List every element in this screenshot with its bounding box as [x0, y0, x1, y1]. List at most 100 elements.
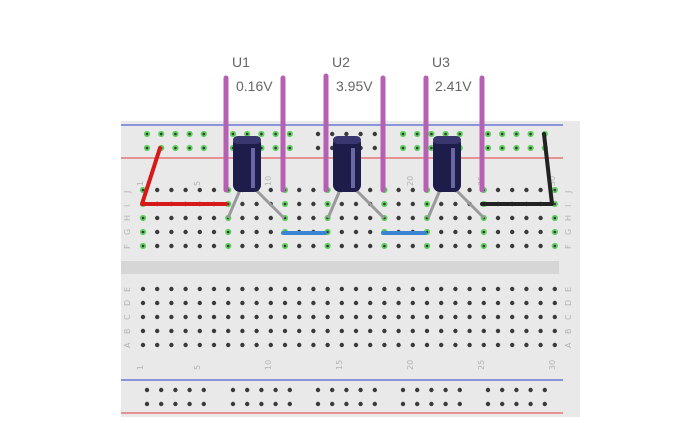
- breadboard-hole[interactable]: [396, 243, 401, 249]
- breadboard-hole[interactable]: [211, 314, 217, 320]
- breadboard-hole[interactable]: [183, 300, 188, 306]
- breadboard-hole[interactable]: [254, 300, 259, 306]
- rail-hole[interactable]: [315, 401, 321, 407]
- breadboard-hole[interactable]: [240, 300, 245, 306]
- breadboard-hole[interactable]: [155, 229, 160, 235]
- breadboard-hole[interactable]: [368, 229, 373, 235]
- breadboard-hole[interactable]: [311, 243, 316, 249]
- breadboard-hole[interactable]: [467, 342, 472, 348]
- breadboard-hole[interactable]: [410, 300, 415, 306]
- breadboard-hole[interactable]: [453, 342, 458, 348]
- breadboard-hole[interactable]: [382, 300, 387, 306]
- breadboard-hole[interactable]: [268, 328, 273, 334]
- breadboard-hole[interactable]: [311, 328, 316, 334]
- breadboard-hole[interactable]: [439, 201, 444, 207]
- rail-hole[interactable]: [273, 387, 278, 393]
- breadboard-hole[interactable]: [226, 286, 231, 292]
- breadboard-hole[interactable]: [381, 242, 388, 250]
- breadboard-hole[interactable]: [424, 286, 430, 292]
- capacitor[interactable]: [326, 136, 386, 220]
- voltmeter-probe-u3[interactable]: [423, 75, 485, 193]
- breadboard-hole[interactable]: [551, 228, 558, 236]
- breadboard-hole[interactable]: [424, 300, 430, 306]
- breadboard-hole[interactable]: [368, 314, 373, 320]
- rail-hole[interactable]: [527, 130, 534, 138]
- breadboard-hole[interactable]: [396, 300, 401, 306]
- rail-hole[interactable]: [372, 387, 377, 393]
- breadboard-hole[interactable]: [368, 286, 373, 292]
- breadboard-hole[interactable]: [240, 201, 245, 207]
- breadboard-hole[interactable]: [524, 342, 529, 348]
- breadboard-hole[interactable]: [325, 286, 330, 292]
- rail-hole[interactable]: [414, 130, 421, 138]
- breadboard-hole[interactable]: [169, 229, 174, 235]
- breadboard-hole[interactable]: [423, 200, 431, 208]
- breadboard-hole[interactable]: [197, 286, 202, 292]
- breadboard-hole[interactable]: [282, 300, 288, 306]
- rail-hole[interactable]: [230, 387, 236, 393]
- rail-hole[interactable]: [484, 144, 492, 152]
- rail-hole[interactable]: [244, 130, 251, 138]
- rail-hole[interactable]: [542, 401, 547, 407]
- breadboard-hole[interactable]: [552, 300, 557, 306]
- rail-hole[interactable]: [259, 401, 264, 407]
- breadboard-hole[interactable]: [311, 314, 316, 320]
- red-wire[interactable]: [140, 146, 228, 206]
- breadboard-hole[interactable]: [396, 314, 401, 320]
- rail-hole[interactable]: [143, 144, 151, 152]
- breadboard-hole[interactable]: [211, 243, 217, 249]
- breadboard-hole[interactable]: [324, 242, 331, 250]
- breadboard-hole[interactable]: [524, 286, 529, 292]
- breadboard-hole[interactable]: [453, 328, 458, 334]
- breadboard-hole[interactable]: [481, 300, 486, 306]
- breadboard-hole[interactable]: [481, 328, 486, 334]
- breadboard-hole[interactable]: [339, 314, 344, 320]
- rail-hole[interactable]: [315, 131, 321, 137]
- breadboard-hole[interactable]: [495, 187, 501, 193]
- rail-hole[interactable]: [259, 387, 264, 393]
- breadboard-hole[interactable]: [169, 215, 174, 221]
- breadboard-hole[interactable]: [339, 229, 344, 235]
- breadboard-hole[interactable]: [197, 243, 202, 249]
- breadboard-hole[interactable]: [282, 328, 288, 334]
- breadboard-hole[interactable]: [225, 242, 232, 250]
- breadboard-hole[interactable]: [197, 314, 202, 320]
- breadboard-hole[interactable]: [467, 328, 472, 334]
- breadboard-hole[interactable]: [254, 229, 259, 235]
- breadboard-hole[interactable]: [552, 314, 557, 320]
- rail-hole[interactable]: [457, 401, 462, 407]
- rail-hole[interactable]: [528, 401, 533, 407]
- rail-hole[interactable]: [230, 401, 236, 407]
- breadboard-hole[interactable]: [396, 342, 401, 348]
- breadboard-hole[interactable]: [155, 300, 160, 306]
- rail-hole[interactable]: [172, 130, 179, 138]
- rail-hole[interactable]: [201, 387, 206, 393]
- breadboard-hole[interactable]: [495, 328, 501, 334]
- breadboard-hole[interactable]: [297, 201, 302, 207]
- rail-hole[interactable]: [200, 130, 207, 138]
- breadboard-hole[interactable]: [339, 243, 344, 249]
- rail-hole[interactable]: [399, 144, 407, 152]
- breadboard-hole[interactable]: [281, 200, 289, 208]
- breadboard-hole[interactable]: [240, 243, 245, 249]
- rail-hole[interactable]: [273, 401, 278, 407]
- breadboard-hole[interactable]: [495, 342, 501, 348]
- breadboard-hole[interactable]: [396, 215, 401, 221]
- breadboard-hole[interactable]: [524, 314, 529, 320]
- rail-hole[interactable]: [456, 130, 463, 138]
- breadboard-hole[interactable]: [538, 328, 543, 334]
- breadboard-hole[interactable]: [282, 286, 288, 292]
- rail-hole[interactable]: [330, 387, 335, 393]
- breadboard-hole[interactable]: [139, 242, 147, 250]
- breadboard-hole[interactable]: [197, 187, 202, 193]
- breadboard-hole[interactable]: [211, 328, 217, 334]
- breadboard-hole[interactable]: [410, 328, 415, 334]
- breadboard-hole[interactable]: [297, 314, 302, 320]
- rail-hole[interactable]: [372, 131, 377, 137]
- breadboard-hole[interactable]: [297, 286, 302, 292]
- rail-hole[interactable]: [499, 130, 506, 138]
- breadboard-hole[interactable]: [467, 243, 472, 249]
- breadboard-hole[interactable]: [368, 328, 373, 334]
- breadboard-hole[interactable]: [353, 243, 359, 249]
- breadboard-hole[interactable]: [311, 215, 316, 221]
